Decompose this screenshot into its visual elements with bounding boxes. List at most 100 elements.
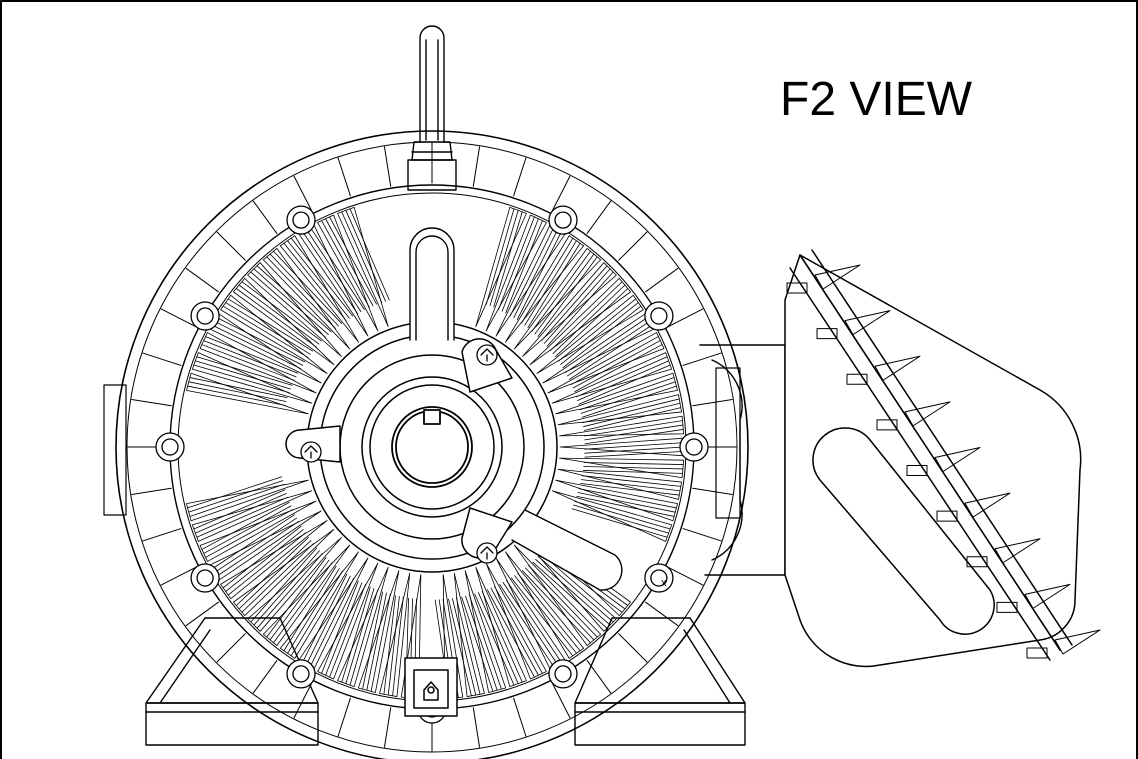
- view-title: F2 VIEW: [780, 73, 973, 126]
- bolt-hole: [554, 211, 572, 229]
- cap-screw-left: [300, 441, 322, 463]
- fin-hatch: [541, 265, 608, 341]
- cap-screw-top: [476, 344, 498, 366]
- cooling-fin: [551, 352, 673, 404]
- fin-hatch: [448, 598, 472, 697]
- bolt-boss: [548, 659, 578, 689]
- fin-hatch: [287, 240, 350, 319]
- fin-hatch: [502, 581, 559, 666]
- box-fin-tab: [906, 465, 928, 476]
- fin-hatch: [580, 479, 681, 492]
- outer-rib: [252, 200, 278, 234]
- outer-rib: [383, 707, 392, 748]
- fin-hatch: [583, 402, 681, 427]
- bolt-hole: [292, 665, 310, 683]
- fin-hatch: [570, 336, 659, 385]
- fin-hatch: [516, 230, 563, 321]
- fin-hatch: [565, 316, 649, 373]
- fin-hatch: [558, 298, 637, 362]
- fin-hatch: [269, 559, 330, 641]
- fin-hatch: [201, 344, 295, 381]
- fin-hatch: [341, 586, 371, 683]
- fin-hatch: [238, 284, 320, 345]
- fin-hatch: [205, 336, 299, 374]
- fin-hatch: [235, 288, 317, 348]
- box-fin-tab: [846, 373, 868, 385]
- box-fin-tab: [816, 328, 838, 340]
- fin-hatch: [521, 237, 574, 324]
- fin-hatch: [573, 504, 670, 534]
- bolt-boss: [190, 563, 220, 593]
- box-fin-tab: [966, 556, 988, 568]
- box-fin-tab: [936, 510, 958, 522]
- outer-rib: [216, 633, 246, 663]
- fin-hatch: [269, 253, 339, 327]
- fin-hatch: [383, 595, 396, 695]
- fin-hatch: [546, 271, 614, 347]
- fin-hatch: [562, 305, 642, 369]
- fin-hatch: [329, 216, 378, 305]
- fin-hatch: [525, 567, 595, 641]
- fin-hatch: [345, 588, 375, 685]
- fin-hatch: [222, 305, 309, 358]
- fin-hatch: [486, 589, 535, 678]
- fin-hatch: [582, 398, 680, 424]
- fin-hatch: [493, 211, 523, 308]
- fin-hatch: [498, 216, 535, 310]
- fin-hatch: [577, 492, 676, 513]
- fin-hatch: [528, 565, 598, 638]
- cooling-fin: [337, 206, 389, 328]
- fin-hatch: [474, 593, 515, 686]
- fin-hatch: [370, 593, 391, 692]
- fin-hatch: [193, 489, 286, 530]
- fin-hatch: [584, 424, 684, 441]
- fin-hatch: [481, 590, 523, 683]
- fin-hatch: [581, 475, 682, 487]
- box-fin: [814, 264, 861, 290]
- bolt-hole: [554, 665, 572, 683]
- fin-hatch: [301, 230, 358, 314]
- cooling-fin: [559, 457, 685, 479]
- bolt-hole: [196, 569, 214, 587]
- fin-hatch: [201, 501, 290, 550]
- cooling-fin: [191, 490, 313, 542]
- fin-hatch: [283, 242, 347, 321]
- outer-rib: [131, 398, 172, 407]
- fin-hatch: [305, 575, 351, 666]
- fin-hatch: [362, 591, 384, 690]
- lifting-eye: [407, 25, 457, 191]
- bolt-boss: [155, 432, 185, 462]
- bolt-boss: [679, 432, 709, 462]
- outer-rib: [682, 528, 722, 542]
- fin-hatch: [583, 420, 683, 437]
- fin-hatch: [188, 381, 287, 402]
- cooling-fin: [475, 566, 527, 688]
- box-fin: [1024, 583, 1071, 609]
- bolt-hole: [650, 569, 668, 587]
- outer-rib: [142, 352, 182, 366]
- fin-hatch: [189, 484, 285, 517]
- outer-rib: [682, 352, 722, 366]
- bolt-boss: [286, 205, 316, 235]
- outer-rib: [513, 157, 527, 197]
- outer-rib: [692, 487, 733, 496]
- fin-hatch: [535, 558, 611, 626]
- fin-hatch: [490, 587, 539, 676]
- fin-hatch: [321, 220, 370, 309]
- fin-hatch: [309, 226, 365, 311]
- outer-rib: [618, 633, 648, 663]
- fin-hatch: [489, 209, 519, 306]
- fin-hatch: [211, 514, 296, 570]
- outer-rib: [293, 175, 313, 213]
- fin-hatch: [580, 381, 676, 414]
- fin-hatch: [193, 364, 290, 394]
- fin-hatch: [568, 324, 653, 380]
- box-fin-tab: [786, 282, 808, 294]
- grease-slot-diagonal: [511, 509, 623, 591]
- outer-rib: [586, 660, 612, 694]
- fin-hatch: [273, 562, 333, 644]
- conduit-box-neck: [699, 344, 786, 576]
- fin-hatch: [227, 298, 314, 352]
- bolt-boss: [644, 563, 674, 593]
